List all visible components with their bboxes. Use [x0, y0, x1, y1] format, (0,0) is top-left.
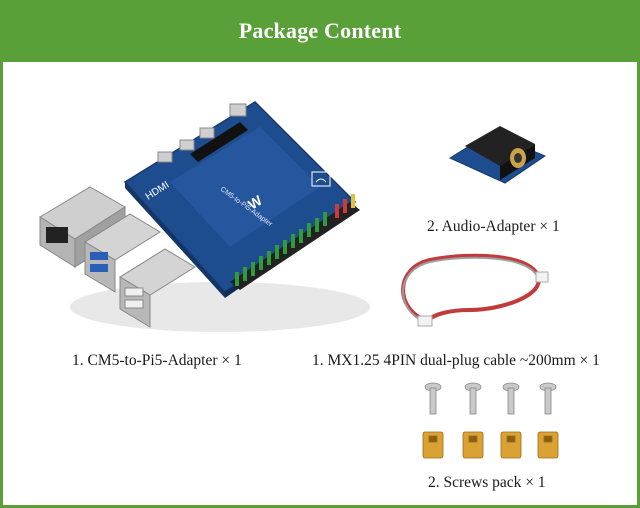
top-connectors: [157, 103, 247, 163]
fpc-connector: [190, 122, 248, 162]
page-header: Package Content: [0, 0, 640, 62]
screws: [424, 382, 557, 415]
screws-caption: 2. Screws pack × 1: [428, 474, 546, 491]
adapter-board-caption: 1. CM5-to-Pi5-Adapter × 1: [72, 352, 242, 369]
wifi-icon: [311, 171, 331, 187]
screws-photo: [422, 382, 559, 459]
gpio-header: [230, 194, 360, 290]
usb-ports: [84, 213, 196, 328]
adapter-board-photo: HDMI CM5-to-Pi5-Adapter W: [39, 101, 370, 332]
brass-standoffs: [422, 431, 559, 459]
page-title: Package Content: [238, 18, 402, 43]
cable-wire: [401, 253, 541, 322]
audio-adapter-photo: [448, 126, 547, 184]
cable-caption: 1. MX1.25 4PIN dual-plug cable ~200mm × …: [312, 352, 600, 369]
audio-adapter-caption: 2. Audio-Adapter × 1: [427, 218, 560, 235]
pcb-compute-area: [170, 127, 320, 247]
cable-plug-b: [535, 271, 549, 283]
audio-jack-body: [465, 126, 535, 166]
pcb-edge: [125, 182, 225, 298]
cable-plug-a: [417, 315, 433, 327]
cable-photo: [401, 253, 549, 327]
